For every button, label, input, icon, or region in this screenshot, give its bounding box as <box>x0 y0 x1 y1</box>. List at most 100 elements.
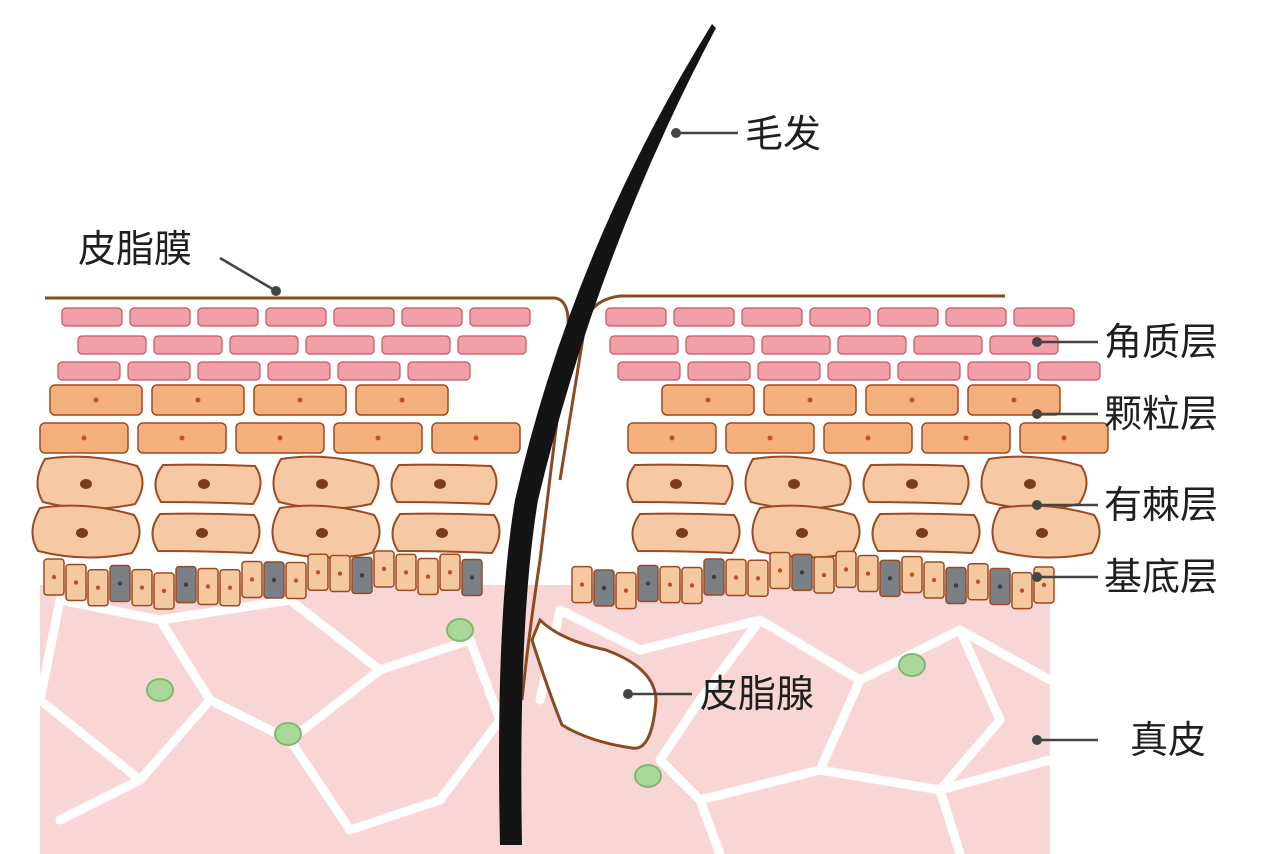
basal-nucleus <box>381 566 387 572</box>
dermis-fiber <box>955 625 1050 685</box>
corneum-cell <box>827 361 891 381</box>
hair-shaft <box>499 24 716 845</box>
basal-nucleus <box>865 571 871 576</box>
corneum-cell <box>457 335 527 355</box>
dermis-fiber <box>155 595 295 625</box>
basal-nucleus <box>469 575 475 580</box>
dermis-fiber <box>465 635 505 725</box>
dermis-fiber <box>815 675 865 775</box>
spinosum-nucleus <box>316 528 328 538</box>
label-stratum-granulosum: 颗粒层 <box>1104 392 1218 436</box>
basal-nucleus <box>359 573 365 578</box>
label-sebum-film: 皮脂膜 <box>78 227 192 271</box>
spinosum-nucleus <box>1036 528 1048 538</box>
sebum-film-label-group: 皮脂膜 <box>78 227 281 296</box>
granulosum-nucleus <box>767 435 773 441</box>
dermis-fiber <box>815 765 945 795</box>
corneum-cell <box>127 361 191 381</box>
spinosum-nucleus <box>436 528 448 538</box>
dermis-fiber <box>55 595 165 625</box>
corneum-cell <box>1037 361 1101 381</box>
corneum-cell <box>897 361 961 381</box>
dermis-fiber <box>40 695 145 785</box>
basal-nucleus <box>909 572 915 577</box>
basal-nucleus <box>161 588 167 594</box>
granulosum-nucleus <box>963 435 969 441</box>
basal-nucleus <box>601 585 607 591</box>
dermis-fiber <box>935 715 1005 795</box>
granulosum-nucleus <box>865 435 871 441</box>
dermis-fiber <box>135 695 215 785</box>
corneum-cell <box>337 361 401 381</box>
spinosum-nucleus <box>434 479 446 489</box>
granulosum-nucleus <box>179 435 185 441</box>
corneum-cell <box>967 361 1031 381</box>
stratum-basale-label-group: 基底层 <box>1032 555 1218 599</box>
label-sebaceous-gland: 皮脂腺 <box>700 672 814 716</box>
hair-label-group: 毛发 <box>671 112 821 156</box>
corneum-cell <box>913 335 983 355</box>
basal-nucleus <box>117 581 123 586</box>
corneum-cell <box>605 307 667 327</box>
basal-nucleus <box>931 577 937 583</box>
basal-nucleus <box>975 579 981 584</box>
basal-nucleus <box>51 574 57 580</box>
corneum-cell <box>305 335 375 355</box>
basal-nucleus <box>777 568 783 573</box>
dermis-fiber <box>695 765 825 805</box>
corneum-cell <box>77 335 147 355</box>
corneum-cell <box>401 307 463 327</box>
basal-nucleus <box>249 577 255 582</box>
granulosum-nucleus <box>705 397 711 403</box>
dermis-fiber <box>955 625 1005 725</box>
basal-nucleus <box>403 570 409 575</box>
basal-nucleus <box>95 585 101 590</box>
label-dermis: 真皮 <box>1130 718 1206 762</box>
spinosum-nucleus <box>916 528 928 538</box>
granulosum-nucleus <box>669 435 675 441</box>
corneum-cell <box>381 335 451 355</box>
basal-nucleus <box>733 575 739 580</box>
dermis-fiber <box>285 665 385 745</box>
basal-nucleus <box>139 585 145 590</box>
corneum-cell <box>757 361 821 381</box>
spinosum-nucleus <box>316 479 328 489</box>
stratum-corneum-cells <box>57 307 1101 381</box>
corneum-cell <box>407 361 471 381</box>
dermis-fiber <box>695 795 725 854</box>
corneum-cell <box>197 307 259 327</box>
basal-nucleus <box>447 570 453 575</box>
stratum-granulosum-cells <box>39 384 1109 454</box>
dermis-label-group: 真皮 <box>1032 718 1206 762</box>
dermis-fiber <box>655 695 705 765</box>
granulosum-nucleus <box>93 397 99 403</box>
corneum-cell <box>267 361 331 381</box>
spinosum-nucleus <box>80 479 92 489</box>
granulosum-nucleus <box>473 435 479 441</box>
dermis-fiber <box>655 755 705 805</box>
basal-nucleus <box>667 582 673 587</box>
stratum-corneum-label-group: 角质层 <box>1032 320 1218 364</box>
corneum-cell <box>153 335 223 355</box>
dermis-fiber <box>935 785 965 854</box>
granulosum-nucleus <box>1061 435 1067 441</box>
corneum-cell <box>837 335 907 355</box>
spinosum-nucleus <box>76 528 88 538</box>
corneum-cell <box>989 335 1059 355</box>
spinosum-nucleus <box>1024 479 1036 489</box>
corneum-cell <box>685 335 755 355</box>
stratum-spinosum-label-group: 有棘层 <box>1032 483 1218 527</box>
dermis-fiber <box>55 775 145 825</box>
dermis-green-cell <box>274 722 302 746</box>
dermis-fiber <box>285 735 355 835</box>
granulosum-nucleus <box>297 397 303 403</box>
basal-nucleus <box>711 574 717 580</box>
sebaceous-gland-label-group: 皮脂腺 <box>623 672 814 716</box>
basal-nucleus <box>1019 588 1025 593</box>
granulosum-nucleus <box>195 397 201 403</box>
spinosum-nucleus <box>796 528 808 538</box>
corneum-cell <box>61 307 123 327</box>
dermis-green-cell <box>898 653 926 677</box>
corneum-cell <box>265 307 327 327</box>
label-hair: 毛发 <box>745 112 821 156</box>
